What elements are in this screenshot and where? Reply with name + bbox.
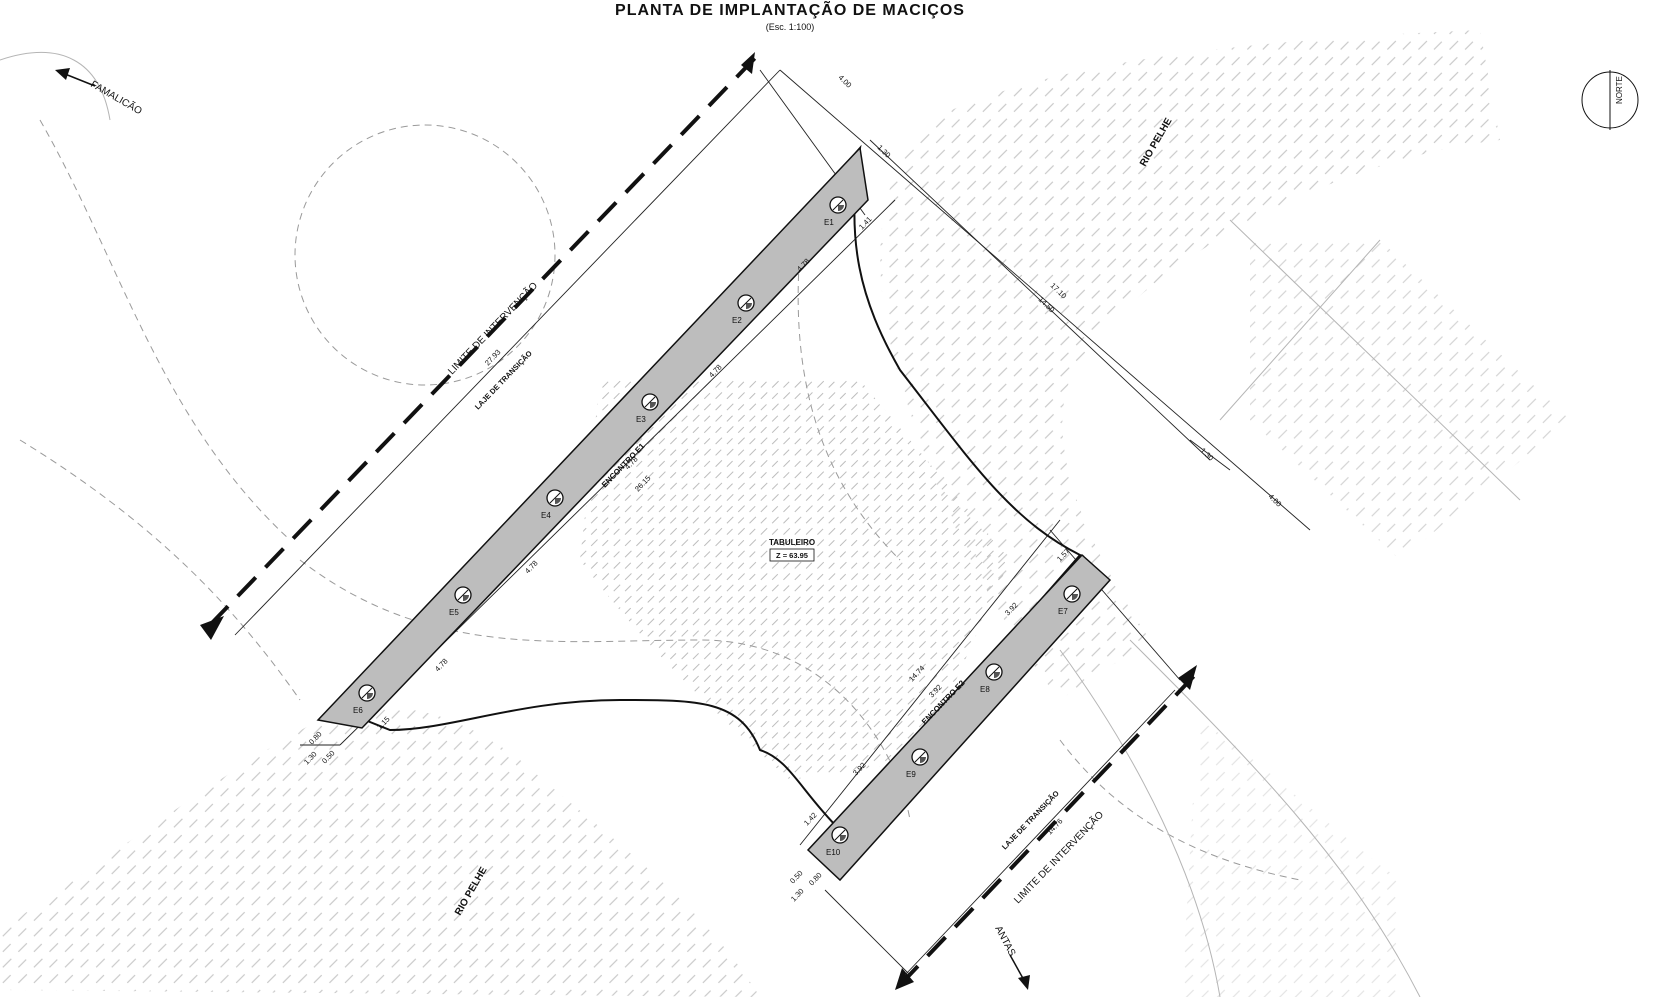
north-label: NORTE [1615, 76, 1624, 104]
construction-lines [234, 69, 1311, 976]
dim-bottom-050: 0.50 [788, 869, 805, 886]
north-arrow: NORTE [1581, 70, 1639, 130]
dim-e1-478-d: 4.78 [523, 559, 540, 576]
pile-e8: E8 [980, 663, 1003, 694]
dim-limit-2793: 27.93 [483, 348, 503, 368]
limit-arrowheads [200, 52, 1197, 990]
direction-antas: ANTAS [992, 924, 1030, 990]
pile-label-e8: E8 [980, 685, 990, 694]
limit-lines [208, 56, 1197, 987]
pile-e10: E10 [826, 826, 849, 857]
abutment-e1 [316, 146, 869, 729]
antas-label: ANTAS [992, 924, 1017, 958]
deck-level: Z = 63.95 [776, 551, 808, 560]
pile-label-e5: E5 [449, 608, 459, 617]
abutment-e2 [806, 553, 1112, 882]
pile-e6: E6 [353, 684, 376, 715]
dim-right-130: 1.30 [1199, 446, 1216, 463]
pile-e2: E2 [732, 294, 755, 325]
pile-e5: E5 [449, 586, 472, 617]
pile-e4: E4 [541, 489, 564, 520]
terrain-lines [0, 52, 1521, 997]
dim-limit-1476: 14.76 [1045, 817, 1065, 837]
pile-e3: E3 [636, 393, 659, 424]
pile-e7: E7 [1058, 585, 1081, 616]
famalicao-label: FAMALICÃO [89, 77, 145, 117]
dim-e1-478-e: 4.78 [433, 657, 450, 674]
pile-label-e9: E9 [906, 770, 916, 779]
dim-top-141: 1.41 [857, 215, 874, 232]
deck-name: TABULEIRO [769, 538, 815, 547]
deck-level-box [769, 548, 815, 562]
pile-label-e7: E7 [1058, 607, 1068, 616]
dim-top-400: 4.00 [837, 73, 854, 90]
dim-bottom-080: 0.80 [807, 871, 824, 888]
pile-e1: E1 [824, 196, 847, 227]
pile-e9: E9 [906, 748, 929, 779]
river-hatching [0, 30, 1570, 997]
dim-bottom-130: 1.30 [789, 887, 806, 904]
deck-outline [358, 144, 1082, 832]
pile-label-e4: E4 [541, 511, 551, 520]
drawing-scale: (Esc. 1:100) [765, 22, 815, 32]
dim-top-130: 1.30 [876, 143, 893, 160]
pile-label-e10: E10 [826, 848, 841, 857]
pile-label-e2: E2 [732, 316, 742, 325]
pile-label-e6: E6 [353, 706, 363, 715]
slab-label-left: LAJE DE TRANSIÇÃO [473, 349, 534, 412]
pile-label-e1: E1 [824, 218, 834, 227]
pile-label-e3: E3 [636, 415, 646, 424]
direction-famalicao: FAMALICÃO [55, 68, 145, 117]
dim-right-400: 4.00 [1267, 492, 1284, 509]
drawing-title: PLANTA DE IMPLANTAÇÃO DE MACIÇOS [615, 2, 965, 19]
